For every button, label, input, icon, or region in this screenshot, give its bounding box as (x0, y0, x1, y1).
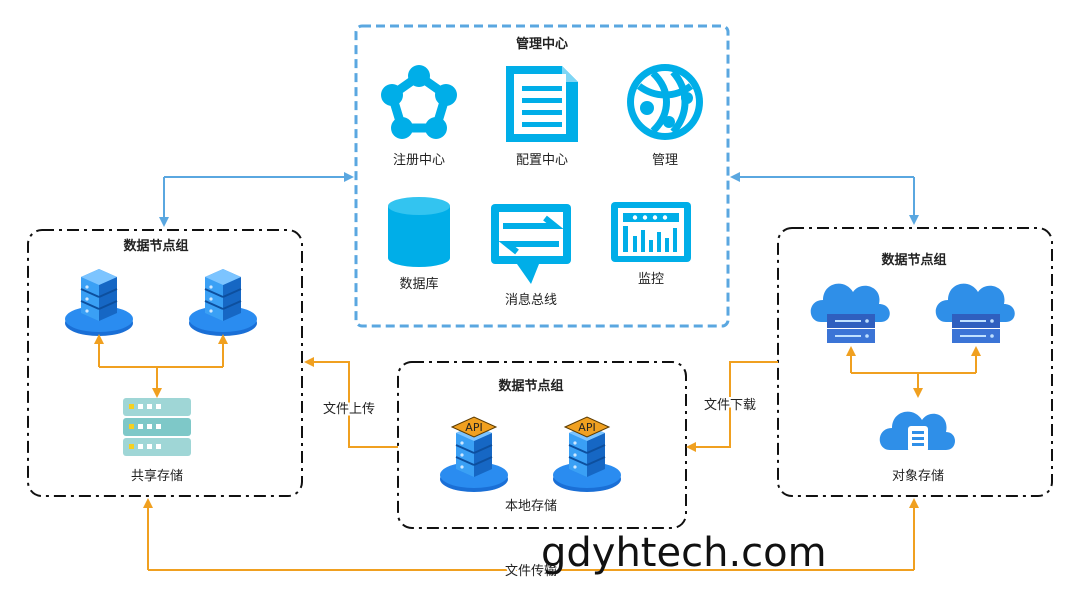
right-group-box (777, 227, 1053, 497)
left-group-box (27, 229, 303, 497)
config-document-icon (506, 66, 578, 142)
transfer-label: 文件传输 (505, 563, 557, 579)
server-stack-icon (188, 268, 258, 337)
management-title: 管理中心 (516, 36, 568, 52)
message-bus-icon (491, 204, 571, 284)
transfer-flow-arrow (143, 498, 919, 571)
local-storage-label: 本地存储 (505, 499, 557, 514)
cloud-server-icon (934, 282, 1016, 344)
management-links (159, 172, 919, 227)
management-center-box (354, 24, 730, 328)
left-internal-arrows (94, 334, 228, 398)
upload-label: 文件上传 (323, 402, 375, 417)
download-label: 文件下载 (704, 398, 756, 413)
right-group-title: 数据节点组 (881, 252, 946, 268)
shared-storage-icon (123, 398, 191, 456)
object-storage-icon (879, 411, 955, 452)
globe-icon (627, 64, 703, 140)
download-flow-arrow (686, 361, 778, 452)
database-label: 数据库 (399, 276, 438, 292)
server-stack-icon (64, 268, 134, 337)
config-label: 配置中心 (516, 153, 568, 168)
api-server-icon: API (552, 416, 622, 493)
center-group-title: 数据节点组 (498, 378, 563, 394)
manage-label: 管理 (652, 153, 678, 168)
database-icon (388, 197, 450, 267)
upload-flow-arrow (304, 357, 398, 448)
registry-icon (381, 65, 457, 139)
watermark-text: gdyhtech.com (541, 530, 827, 576)
shared-storage-label: 共享存储 (131, 468, 183, 484)
api-server-icon: API (439, 416, 509, 493)
svg-text:API: API (578, 421, 595, 434)
monitor-label: 监控 (638, 272, 664, 287)
message-bus-label: 消息总线 (505, 292, 557, 308)
object-storage-label: 对象存储 (892, 469, 944, 484)
monitor-icon (611, 202, 691, 262)
registry-label: 注册中心 (393, 153, 445, 168)
left-group-title: 数据节点组 (123, 238, 188, 254)
svg-text:API: API (465, 421, 482, 434)
cloud-server-icon (809, 282, 891, 344)
right-internal-arrows (846, 346, 981, 398)
